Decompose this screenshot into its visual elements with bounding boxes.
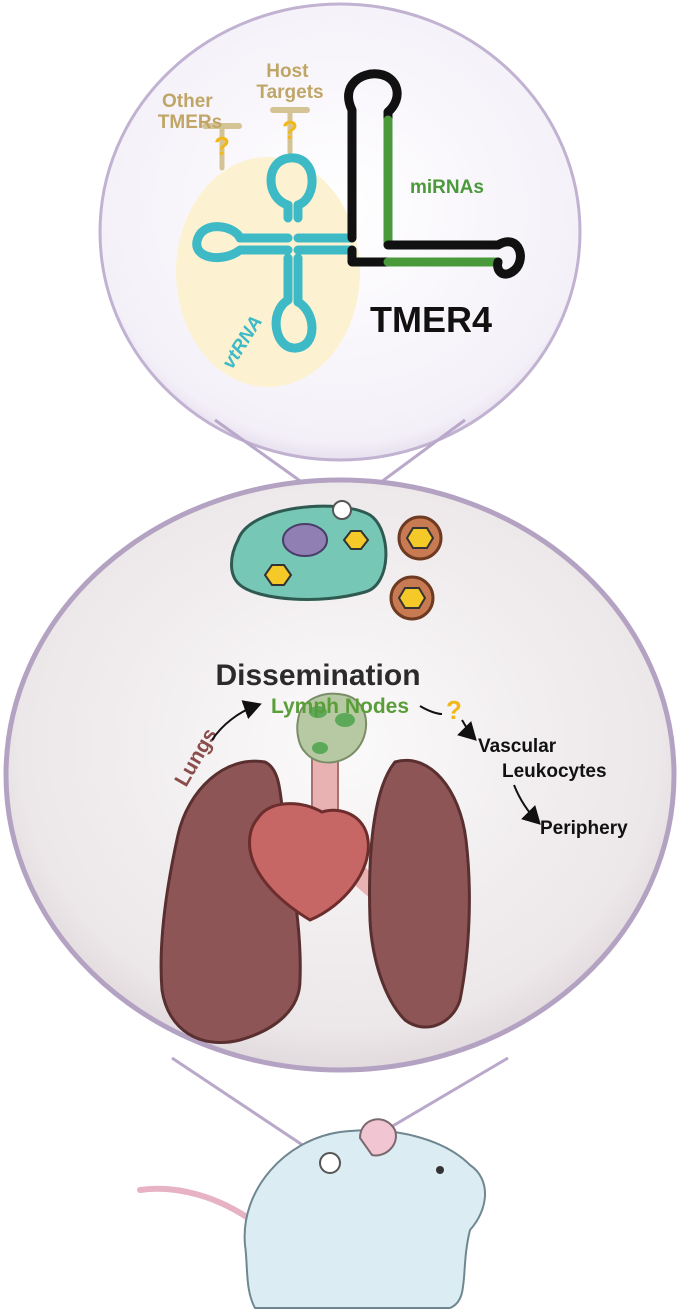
vascular-leukocytes-label: Vascular Leukocytes [478, 736, 607, 782]
other-tmers-label: Other TMERs [158, 91, 222, 133]
mouse-tail [137, 1185, 265, 1231]
mirnas-label: miRNAs [410, 177, 484, 198]
arrow-lungs-to-lymph [211, 700, 262, 741]
tmer-stem [344, 69, 525, 279]
host-targets-question-mark: ? [282, 115, 298, 145]
periphery-label: Periphery [540, 818, 628, 839]
host-targets-tether [270, 107, 310, 155]
heart-icon [248, 802, 370, 922]
mouse-ear [358, 1118, 397, 1157]
intracellular-virion-icon [263, 530, 370, 586]
dissemination-arrows [211, 700, 541, 825]
dissemination-label: Dissemination [215, 659, 420, 692]
arrow-lymph-to-vascular [419, 705, 443, 715]
vtrna-structure [192, 153, 357, 353]
arrow-question-to-vascular [457, 719, 477, 741]
zoom-point-mouse [319, 1152, 341, 1174]
lymph-node-icon [296, 692, 367, 764]
lymph-question-mark: ? [446, 695, 462, 725]
arrow-leukocytes-to-periphery [513, 784, 541, 825]
mouse-body [243, 1129, 486, 1309]
mouse-eye [436, 1166, 444, 1174]
right-lung-icon [368, 758, 471, 1029]
zoom-point-cell [332, 500, 352, 520]
cell-icon [230, 500, 388, 601]
other-tmers-tether [202, 123, 242, 171]
lymph-nodes-label: Lymph Nodes [271, 695, 409, 718]
other-tmers-question-mark: ? [214, 131, 230, 161]
vtrna-background [176, 157, 360, 387]
mouse-icon [137, 1118, 486, 1309]
virion-icon [389, 515, 443, 621]
host-targets-label: Host Targets [256, 61, 323, 103]
nucleus-icon [282, 523, 328, 557]
tmer4-label: TMER4 [370, 299, 492, 340]
tmer4-bubble: Other TMERs Host Targets ? ? miRNAs vtRN… [98, 2, 582, 462]
